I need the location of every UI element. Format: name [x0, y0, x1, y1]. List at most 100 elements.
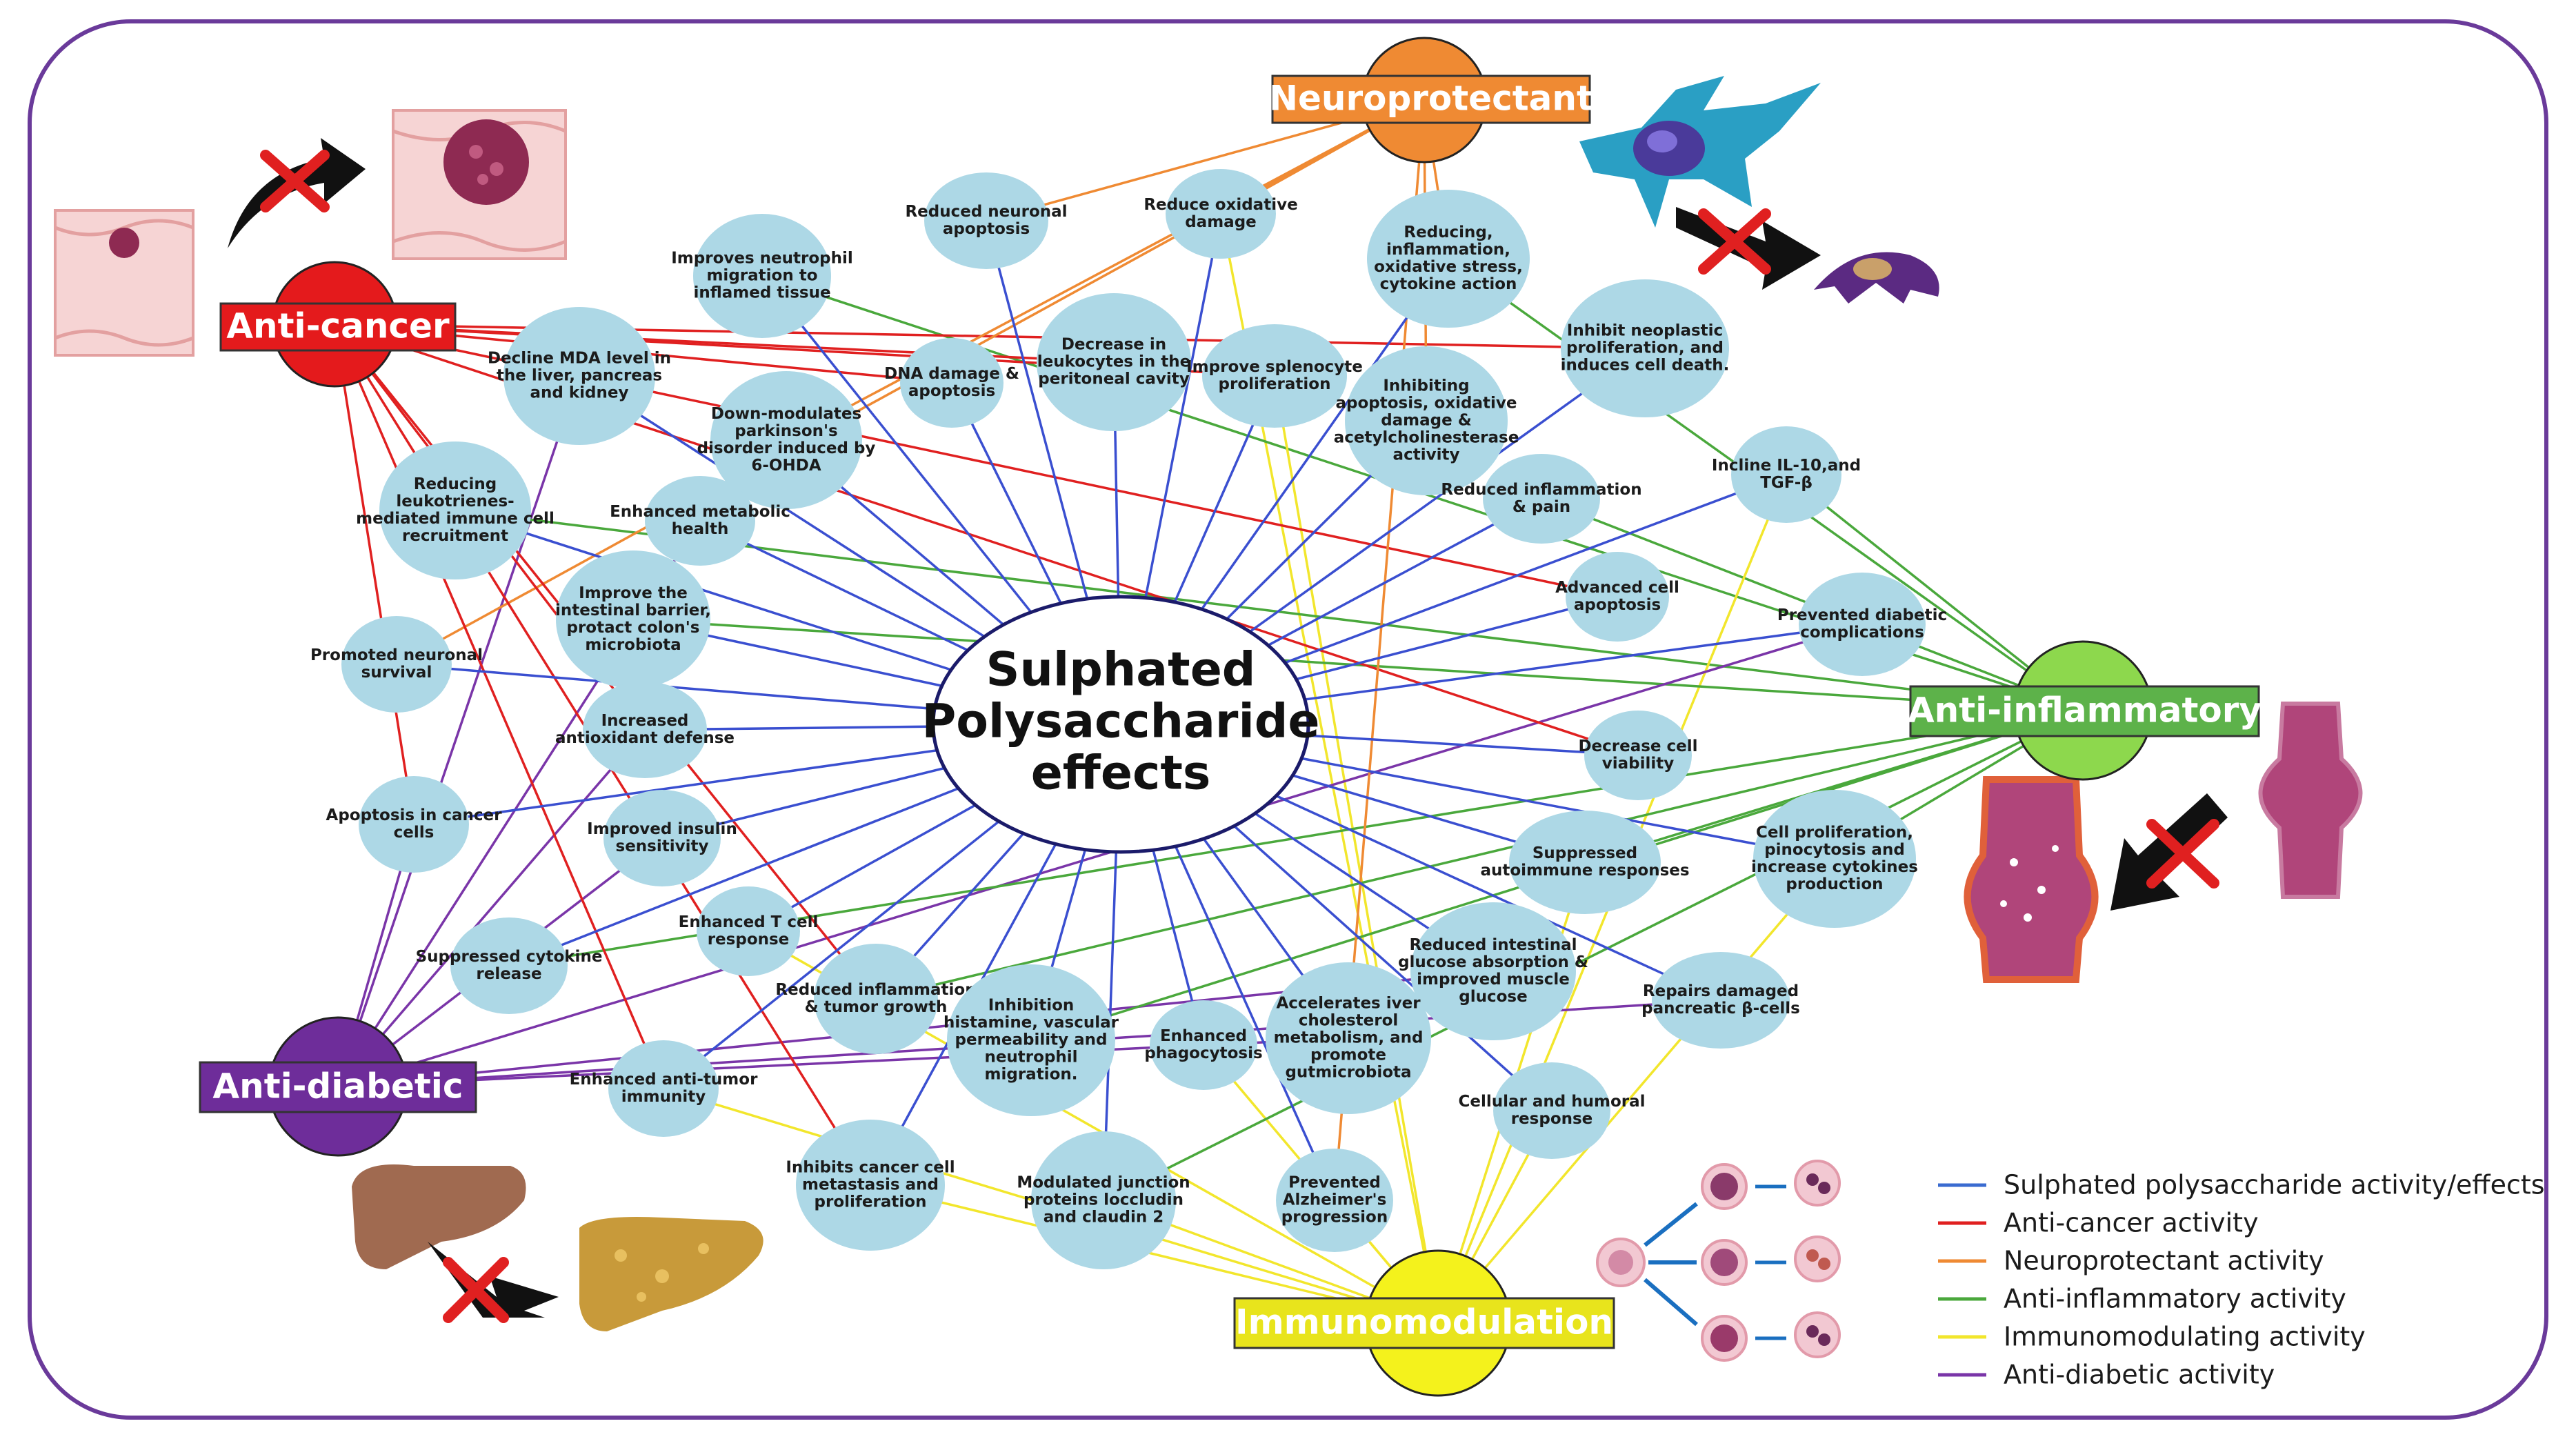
effect-bubble	[1150, 1000, 1257, 1090]
effect-bubble	[693, 214, 831, 338]
effect-bubble	[796, 1120, 945, 1251]
effect-bubble	[603, 790, 721, 886]
effect-label-line: phagocytosis	[1144, 1044, 1262, 1062]
neuron-icon	[1579, 76, 1939, 304]
effect-bubble	[1483, 454, 1600, 544]
category-label-box	[219, 302, 457, 352]
effect-label-line: migration.	[985, 1066, 1078, 1084]
edge-antidiabetic-decline-mda-level	[337, 375, 581, 1087]
effect-bubble	[341, 616, 452, 713]
effect-label-line: Suppressed	[1532, 844, 1637, 862]
effect-label-line: Decrease cell	[1578, 737, 1697, 755]
edge-antiinflam-reduced-inflammation-tumor	[875, 709, 2084, 1000]
effect-label-line: TGF-β	[1760, 474, 1813, 492]
effect-bubble	[450, 917, 568, 1014]
effect-label-line: proteins loccludin	[1024, 1191, 1184, 1209]
effect-bubble	[924, 172, 1048, 269]
effect-label-line: pancreatic β-cells	[1641, 1000, 1800, 1018]
colon-tumor-icon	[54, 109, 567, 357]
effect-bubble	[608, 1040, 719, 1137]
effect-bubble	[1799, 573, 1926, 676]
category-label-box	[1909, 685, 2260, 737]
effect-label-line: Cell proliferation,	[1756, 824, 1913, 842]
effect-bubble	[503, 307, 655, 445]
effect-label-line: leukotrienes-	[396, 493, 514, 510]
effect-label-line: progression	[1281, 1209, 1388, 1227]
effect-label-line: Incline IL-10,and	[1712, 457, 1861, 475]
effect-label-line: Advanced cell	[1555, 579, 1679, 597]
effect-label-line: Improved insulin	[587, 820, 737, 838]
edge-immuno-cell-proliferation-pinocytosis	[1437, 857, 1836, 1324]
legend-label: Sulphated polysaccharide activity/effect…	[2004, 1170, 2545, 1200]
category-node-neuro: Neuroprotectant	[1269, 37, 1593, 163]
effect-label-line: migration to	[706, 267, 817, 285]
effect-label-line: DNA damage &	[884, 365, 1019, 383]
legend-item: Sulphated polysaccharide activity/effect…	[1938, 1170, 2545, 1200]
effect-bubble	[1493, 1062, 1610, 1159]
effect-label-line: and claudin 2	[1044, 1209, 1164, 1227]
effect-node-reduced-inflammation-pain: Reduced inflammation& pain	[1441, 454, 1642, 544]
effect-label-line: complications	[1800, 624, 1924, 642]
illustrations	[54, 76, 2363, 1362]
effect-label-line: Enhanced anti-tumor	[570, 1071, 759, 1089]
effect-label-line: proliferation, and	[1566, 339, 1724, 357]
effect-label-line: mediated immune cell	[356, 510, 555, 528]
effect-label-line: improved muscle	[1417, 971, 1570, 989]
diagram-frame	[28, 19, 2548, 1420]
effect-label-line: pinocytosis and	[1764, 841, 1905, 859]
effect-label-line: oxidative stress,	[1374, 258, 1523, 276]
effect-label-line: acetylcholinesterase	[1334, 429, 1519, 447]
effect-label-line: Apoptosis in cancer	[326, 806, 503, 824]
effect-label-line: 6-OHDA	[751, 457, 821, 475]
legend-label: Neuroprotectant activity	[2004, 1246, 2324, 1276]
effect-bubble	[710, 371, 862, 509]
effect-label-line: viability	[1602, 755, 1675, 773]
effect-bubble	[1509, 811, 1661, 914]
effect-bubble	[900, 338, 1004, 428]
effect-bubble	[947, 964, 1115, 1116]
edge-antiinflam-improve-intestinal-barrier	[632, 618, 2084, 712]
effect-label-line: response	[708, 931, 790, 949]
legend-label: Anti-inflammatory activity	[2004, 1284, 2346, 1314]
category-label-box	[199, 1061, 477, 1113]
effect-bubble	[1266, 962, 1431, 1114]
effect-label-line: induces cell death.	[1561, 357, 1730, 375]
effect-label-line: damage &	[1381, 412, 1472, 430]
effect-label-line: production	[1786, 875, 1883, 893]
effect-bubble	[1584, 711, 1692, 800]
effect-label-line: Increased	[601, 712, 689, 730]
effect-label-line: Cellular and humoral	[1458, 1093, 1645, 1111]
center-title-line-1: Sulphated	[986, 643, 1256, 697]
category-node-antidiabetic: Anti-diabetic	[199, 1016, 477, 1157]
effect-label-line: increase cytokines	[1751, 858, 1918, 876]
effect-bubble	[379, 441, 531, 579]
effect-label-line: histamine, vascular	[943, 1014, 1119, 1032]
effect-label-line: neutrophil	[984, 1049, 1077, 1066]
effect-label-line: apoptosis	[908, 382, 995, 400]
effect-label-line: metabolism, and	[1274, 1029, 1424, 1047]
effect-label-line: Accelerates iver	[1276, 995, 1421, 1013]
effect-label-line: metastasis and	[802, 1176, 939, 1194]
effect-label-line: the liver, pancreas	[497, 367, 662, 385]
effect-bubble	[1276, 1149, 1393, 1252]
effect-label-line: protact colon's	[567, 619, 700, 637]
effect-label-line: Improve splenocyte	[1186, 358, 1363, 376]
